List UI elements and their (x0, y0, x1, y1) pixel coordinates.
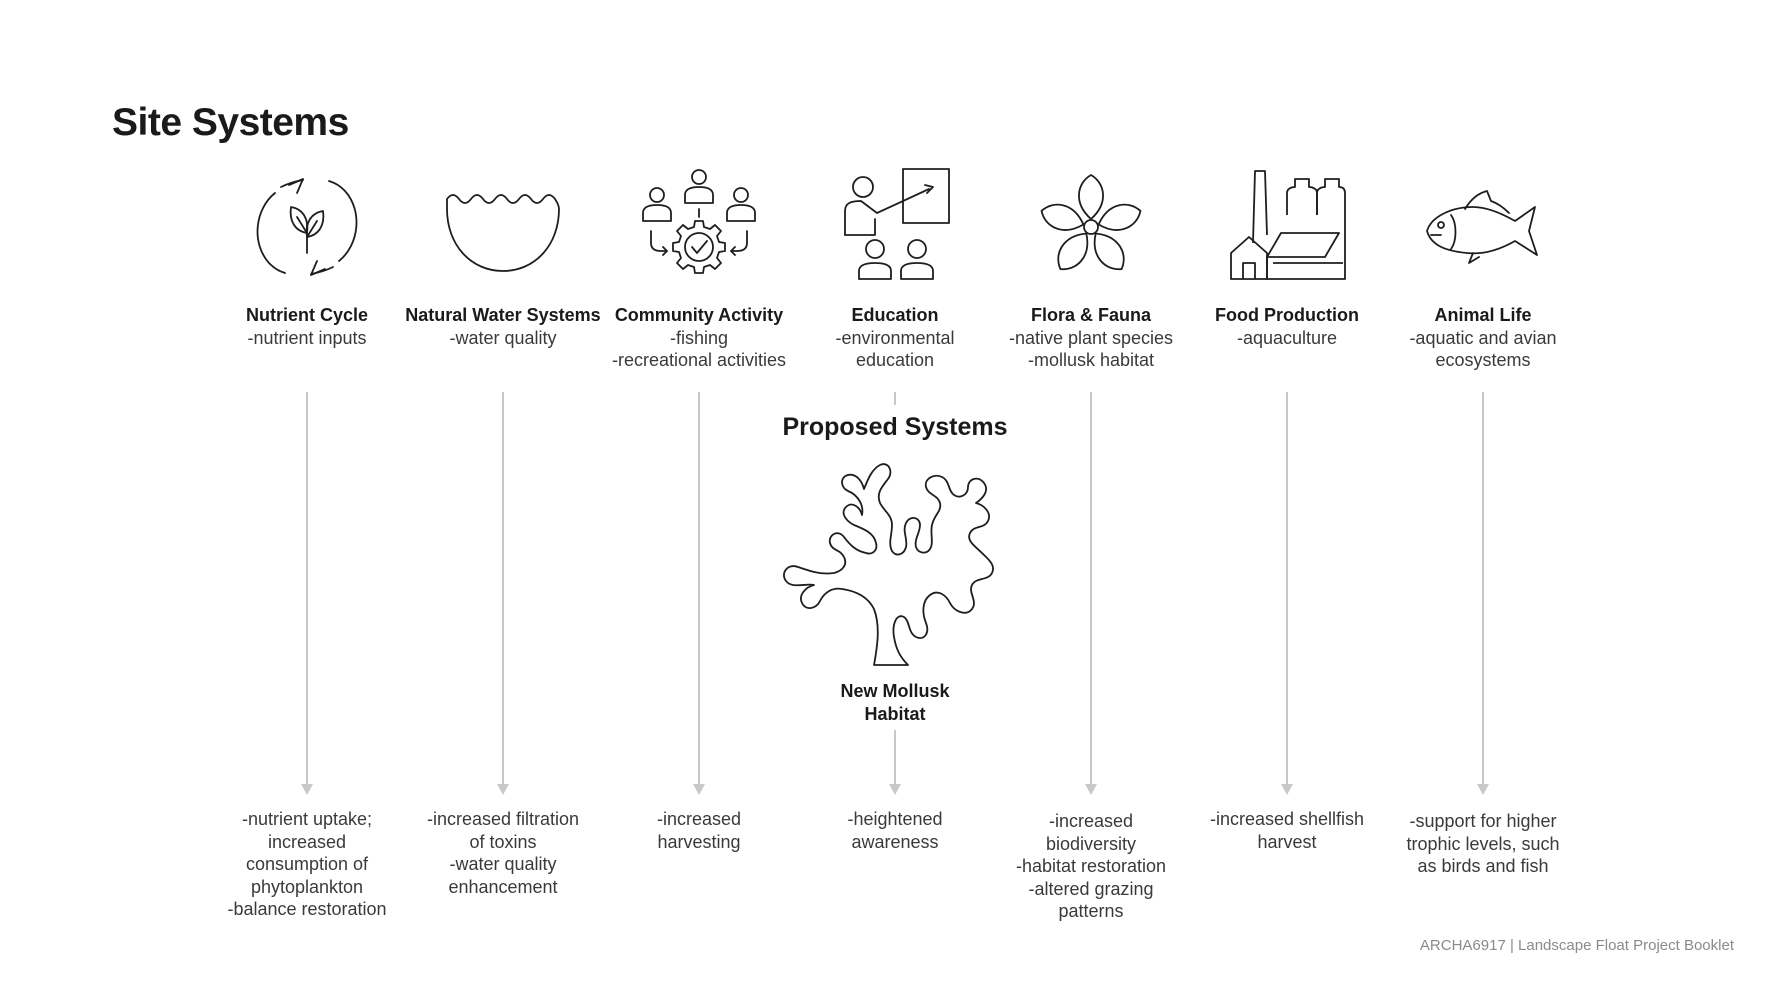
water-icon (441, 165, 565, 289)
flower-icon (1029, 165, 1153, 289)
system-outcome: -increased shellfish harvest (1209, 809, 1365, 852)
system-name: Natural Water Systems (405, 305, 601, 325)
system-description: -water quality (449, 327, 557, 348)
arrow-food-production (1281, 392, 1293, 795)
education-icon (833, 165, 957, 289)
proposed-systems-title: Proposed Systems (782, 413, 1008, 441)
system-outcome: -support for higher trophic levels, such… (1406, 811, 1560, 876)
system-name: Flora & Fauna (1030, 305, 1151, 325)
coral-icon (776, 455, 1012, 671)
system-name: Nutrient Cycle (245, 305, 369, 325)
page-title: Site Systems (112, 101, 349, 144)
factory-icon (1225, 165, 1349, 289)
system-description: -environmental education (835, 327, 955, 371)
arrow-flora-fauna (1085, 392, 1097, 795)
system-description: -aquatic and avian ecosystems (1409, 327, 1557, 371)
system-description: -aquaculture (1236, 327, 1338, 348)
system-name: Food Production (1215, 305, 1359, 325)
community-icon (637, 165, 761, 289)
system-outcome: -increased filtration of toxins -water q… (426, 809, 580, 897)
system-description: -native plant species -mollusk habitat (1008, 327, 1174, 371)
system-description: -nutrient inputs (247, 327, 367, 348)
system-description: -fishing -recreational activities (611, 327, 787, 371)
arrow-nutrient-cycle (301, 392, 313, 795)
system-outcome: -heightened awareness (847, 809, 943, 852)
footer-caption: ARCHA6917 | Landscape Float Project Book… (1419, 937, 1734, 954)
arrow-education-bottom (889, 730, 901, 795)
arrow-animal-life (1477, 392, 1489, 795)
system-name: Community Activity (614, 305, 784, 325)
fish-icon (1421, 165, 1545, 289)
nutrient-cycle-icon (245, 165, 369, 289)
system-outcome: -increased harvesting (656, 809, 742, 852)
system-outcome: -nutrient uptake; increased consumption … (227, 809, 387, 919)
arrow-natural-water (497, 392, 509, 795)
system-outcome: -increased biodiversity -habitat restora… (1015, 811, 1167, 921)
system-name: Education (851, 305, 939, 325)
arrow-community-activity (693, 392, 705, 795)
new-mollusk-habitat-label: New Mollusk Habitat (840, 681, 950, 724)
system-name: Animal Life (1434, 305, 1532, 325)
